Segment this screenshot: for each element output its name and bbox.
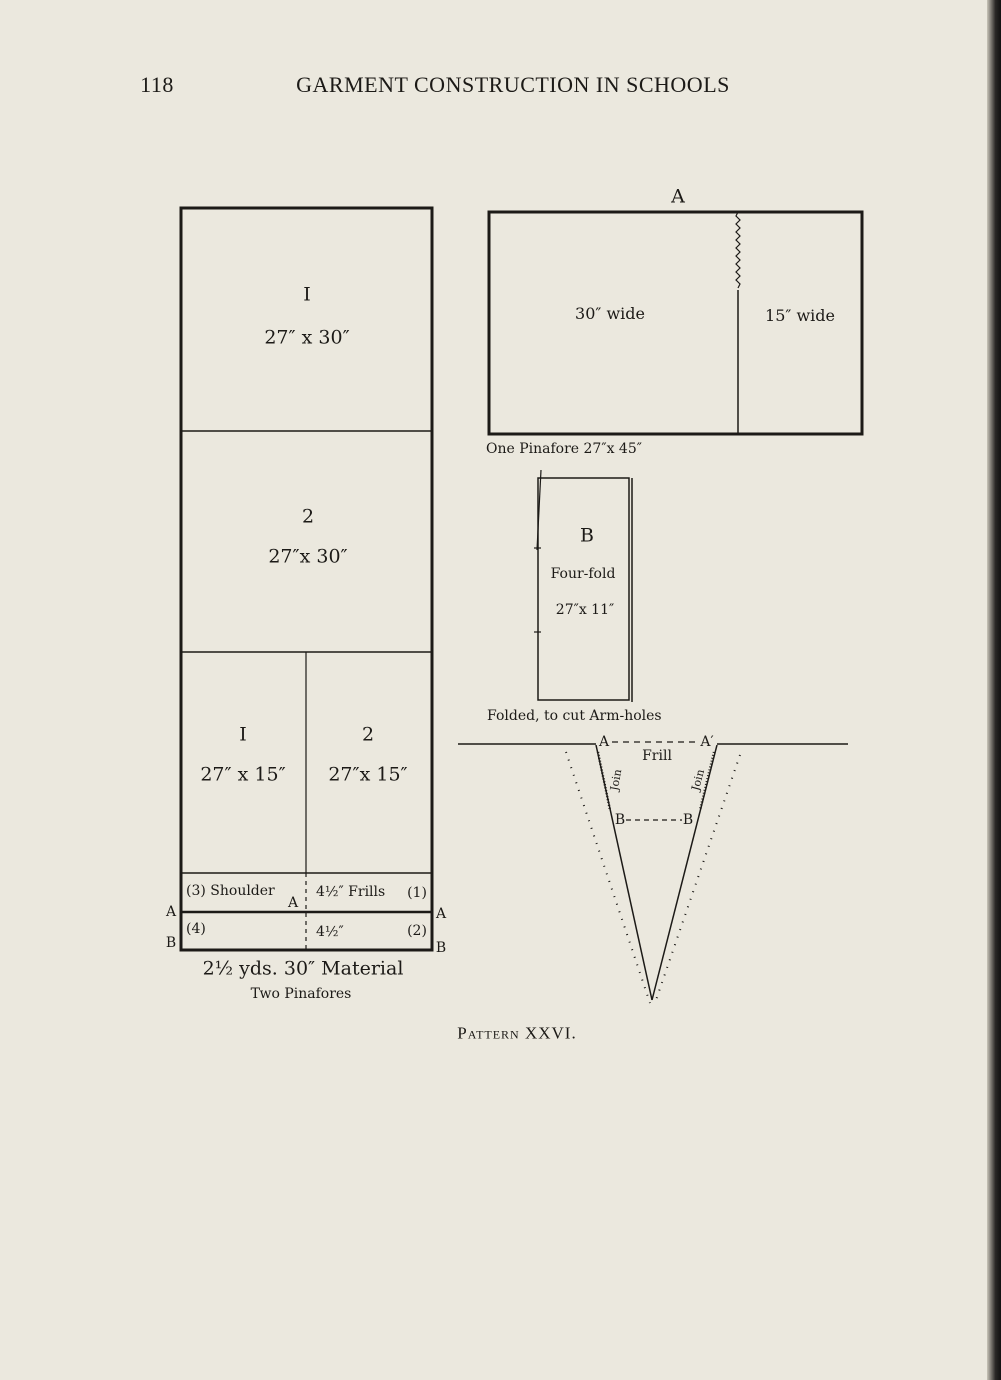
diagram-b-size: 27″x 11″	[555, 602, 615, 618]
diagram-a-label: A	[671, 185, 685, 208]
piece-1-number: I	[303, 283, 311, 306]
running-title: GARMENT CONSTRUCTION IN SCHOOLS	[296, 72, 730, 97]
page-edge	[987, 0, 1001, 1380]
cut-line-right	[654, 754, 741, 1004]
diagram-b-label: B	[580, 524, 594, 547]
diagram-a-left-text: 30″ wide	[575, 304, 645, 323]
diagram-b-fold-text: Four-fold	[550, 566, 616, 582]
piece-4-number: 2	[361, 723, 375, 746]
right-mark-b: B	[435, 940, 447, 956]
diagram-a-selvedge	[735, 211, 741, 289]
material-caption: 2½ yds. 30″ Material	[202, 957, 404, 980]
diagram-b-fold	[536, 469, 542, 551]
piece-4-size: 27″x 15″	[328, 763, 408, 786]
armhole-mark-a: A	[598, 734, 610, 750]
diagram-a-outline	[487, 210, 864, 436]
left-mark-b: B	[165, 935, 177, 951]
diagram-b-caption: Folded, to cut Arm-holes	[487, 708, 662, 724]
row-3-mark: A	[287, 895, 299, 911]
piece-3-number: I	[239, 723, 247, 746]
armhole-left	[595, 744, 653, 1001]
frill-label: Frill	[642, 748, 672, 764]
diagram-b-outline	[537, 477, 630, 701]
row-3-label: (3) Shoulder	[186, 883, 275, 899]
row-4-right: 4½″	[316, 924, 344, 940]
piece-2-size: 27″x 30″	[268, 545, 348, 568]
piece-3-size: 27″ x 15″	[200, 763, 286, 786]
page-number: 118	[140, 72, 174, 97]
material-subcaption: Two Pinafores	[250, 986, 352, 1002]
row-4-num: (2)	[407, 923, 427, 939]
pattern-caption: Pattern XXVI.	[457, 1023, 577, 1043]
row-4-label: (4)	[186, 921, 206, 937]
row-3-right: 4½″ Frills	[316, 884, 386, 900]
armhole-right	[651, 744, 718, 1001]
left-mark-a: A	[165, 904, 177, 920]
material-outline	[179, 206, 434, 952]
armhole-mark-b-left: B	[614, 812, 626, 828]
row-3-num: (1)	[407, 885, 427, 901]
join-left-label: Join	[607, 768, 625, 792]
armhole-mark-a-prime: A′	[700, 734, 714, 750]
armhole-mark-b-right: B	[682, 812, 694, 828]
diagram-a-caption: One Pinafore 27″x 45″	[486, 441, 642, 457]
right-mark-a: A	[435, 906, 447, 922]
piece-2-number: 2	[301, 505, 315, 528]
piece-1-size: 27″ x 30″	[264, 326, 350, 349]
diagram-a-right-text: 15″ wide	[765, 306, 835, 325]
